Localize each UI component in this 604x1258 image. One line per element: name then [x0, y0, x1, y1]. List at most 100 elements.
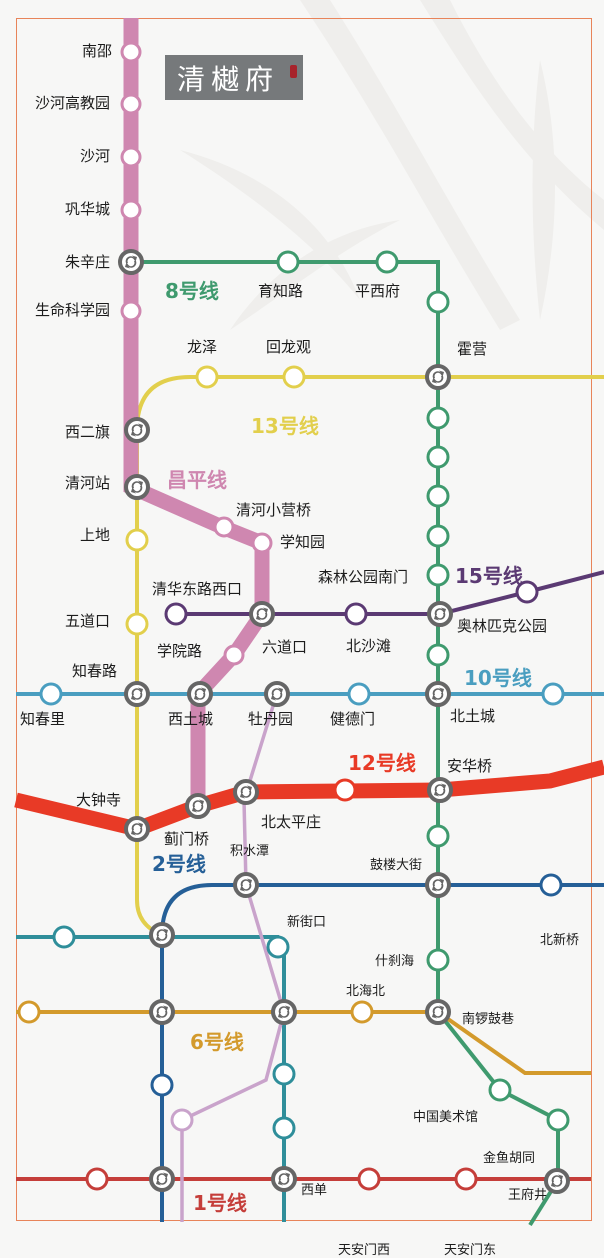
- station-line2-c[interactable]: [150, 1073, 174, 1097]
- station-line8-e[interactable]: [426, 524, 450, 548]
- station-line8-a[interactable]: [426, 290, 450, 314]
- transfer-mudanyuan[interactable]: [264, 681, 290, 707]
- station-beixinqiao[interactable]: [539, 873, 563, 897]
- transfer-jimenqiao[interactable]: [185, 793, 211, 819]
- station-label: 龙泽: [187, 337, 218, 356]
- logo-seal-icon: [290, 65, 297, 78]
- station-label: 北海北: [346, 983, 386, 999]
- transfer-fuxingmen[interactable]: [149, 1166, 175, 1192]
- station-label: 什刹海: [375, 953, 415, 969]
- brand-logo: 清樾府: [165, 55, 303, 100]
- station-tiananmen-xi[interactable]: [357, 1167, 381, 1191]
- transfer-beitucheng[interactable]: [425, 681, 451, 707]
- station-line6-west[interactable]: [17, 1000, 41, 1024]
- station-label: 沙河高教园: [34, 93, 110, 112]
- station-label: 中国美术馆: [413, 1109, 479, 1125]
- station-xinjiekou[interactable]: [266, 935, 290, 959]
- station-label: 学院路: [157, 641, 203, 660]
- transfer-dazhongsi[interactable]: [124, 816, 150, 842]
- transfer-aolinpike-gongyuan[interactable]: [427, 601, 453, 627]
- station-shahe-gaojiaoyuan[interactable]: [120, 93, 142, 115]
- station-line10-east[interactable]: [541, 682, 565, 706]
- line-13-track: [135, 375, 604, 937]
- transfer-qinghezhan[interactable]: [124, 474, 150, 500]
- station-line1-west[interactable]: [85, 1167, 109, 1191]
- transfer-nanluoguxiang[interactable]: [425, 999, 451, 1025]
- line-label-line15: 15号线: [455, 564, 523, 588]
- transfer-xierqi[interactable]: [124, 417, 150, 443]
- transfer-huoying[interactable]: [425, 364, 451, 390]
- transfer-wangfujing[interactable]: [544, 1168, 570, 1194]
- station-zhichunli[interactable]: [39, 682, 63, 706]
- station-nanshao[interactable]: [120, 41, 142, 63]
- station-label: 巩华城: [64, 199, 110, 218]
- transfer-liudaokou[interactable]: [249, 601, 275, 627]
- transfer-anhuaqiao[interactable]: [427, 777, 453, 803]
- station-label: 森林公园南门: [318, 567, 409, 586]
- transfer-xizhimen[interactable]: [149, 922, 175, 948]
- station-longze[interactable]: [195, 365, 219, 389]
- station-xuezhiyuan[interactable]: [251, 532, 273, 554]
- station-label: 安华桥: [447, 756, 493, 775]
- line-label-line8: 8号线: [165, 279, 219, 303]
- transfer-beitaipingzhuang[interactable]: [233, 779, 259, 805]
- station-line8-d[interactable]: [426, 484, 450, 508]
- station-label: 平西府: [355, 281, 401, 300]
- station-shahe[interactable]: [120, 146, 142, 168]
- station-label: 南锣鼓巷: [462, 1011, 515, 1027]
- station-yuzhilu[interactable]: [276, 250, 300, 274]
- station-senlingongyuan-nanmen[interactable]: [426, 563, 450, 587]
- station-shangdi[interactable]: [125, 528, 149, 552]
- station-label: 霍营: [457, 339, 488, 358]
- station-jiandemen[interactable]: [347, 682, 371, 706]
- station-shichahai[interactable]: [426, 948, 450, 972]
- line-15-track: [176, 570, 604, 616]
- station-beihaibei[interactable]: [350, 1000, 374, 1024]
- line-label-changping: 昌平线: [167, 468, 227, 492]
- station-label: 天安门西: [338, 1242, 391, 1258]
- station-line4-a[interactable]: [272, 1062, 296, 1086]
- station-zhongguo-meishuguan[interactable]: [488, 1078, 512, 1102]
- station-label: 金鱼胡同: [483, 1150, 536, 1166]
- station-label: 西二旗: [64, 422, 110, 441]
- station-shengming-kexueyuan[interactable]: [120, 300, 142, 322]
- station-label: 清河小营桥: [236, 500, 312, 519]
- transfer-ping-anli[interactable]: [271, 999, 297, 1025]
- station-line8-b[interactable]: [426, 406, 450, 430]
- station-line8-c[interactable]: [426, 445, 450, 469]
- station-line19-a[interactable]: [170, 1108, 194, 1132]
- station-label: 积水潭: [230, 843, 270, 859]
- station-pingxifu[interactable]: [375, 250, 399, 274]
- station-label: 蓟门桥: [164, 829, 210, 848]
- line-6-track: [16, 1010, 591, 1075]
- line-label-line13: 13号线: [251, 414, 319, 438]
- station-beishatan[interactable]: [344, 602, 368, 626]
- transfer-gulou-dajie[interactable]: [425, 872, 451, 898]
- station-qinghe-xiaoyingqiao[interactable]: [213, 516, 235, 538]
- station-wudaokou[interactable]: [125, 612, 149, 636]
- transfer-chegongzhuang[interactable]: [149, 999, 175, 1025]
- station-jinyu-hutong[interactable]: [546, 1108, 570, 1132]
- station-line8-f[interactable]: [426, 643, 450, 667]
- line-label-line1: 1号线: [193, 1191, 247, 1215]
- transfer-zhichunlu[interactable]: [124, 681, 150, 707]
- transfer-zhuxinzhuang[interactable]: [118, 249, 144, 275]
- station-gonghuacheng[interactable]: [120, 199, 142, 221]
- station-line15-east[interactable]: [515, 580, 539, 604]
- station-tiananmen-dong[interactable]: [454, 1167, 478, 1191]
- station-line4-west[interactable]: [52, 925, 76, 949]
- station-line8-g[interactable]: [426, 824, 450, 848]
- station-label: 奥林匹克公园: [457, 616, 548, 635]
- transfer-xidan[interactable]: [271, 1166, 297, 1192]
- transfer-xitucheng[interactable]: [187, 681, 213, 707]
- station-label: 大钟寺: [76, 790, 122, 809]
- station-label: 上地: [79, 525, 110, 544]
- regular-stations: [17, 41, 570, 1191]
- station-huilongguan[interactable]: [282, 365, 306, 389]
- transfer-jishuitan[interactable]: [233, 872, 259, 898]
- station-line4-b[interactable]: [272, 1116, 296, 1140]
- station-qinghua-donglu-xikou[interactable]: [164, 602, 188, 626]
- station-line12-a[interactable]: [333, 778, 357, 802]
- station-label: 天安门东: [444, 1242, 497, 1258]
- station-xueyuanlu[interactable]: [223, 644, 245, 666]
